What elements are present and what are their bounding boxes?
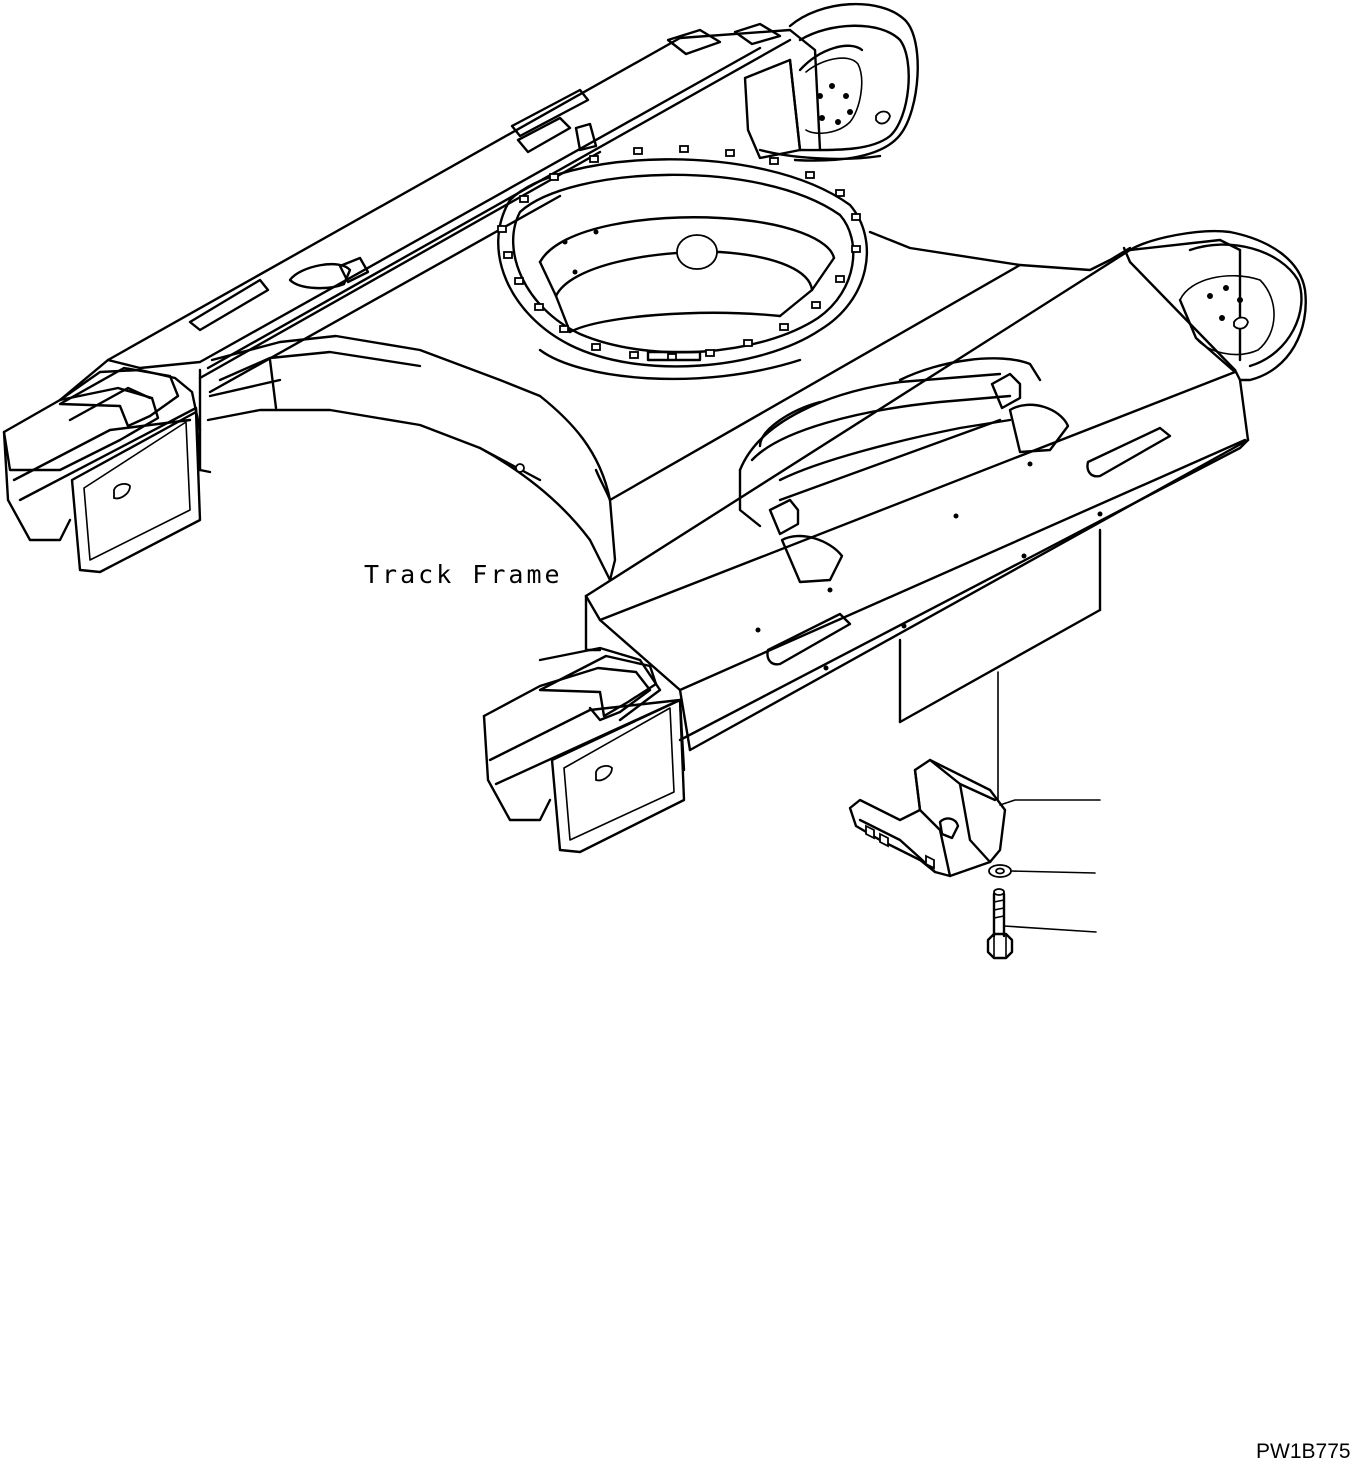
center-body [478,230,1132,582]
track-guard-bracket-icon [848,758,1007,878]
right-side-frame [482,229,1307,854]
washer-icon [988,864,1012,878]
leader-line-bolt [1003,925,1097,933]
leader-line-guard [999,799,1101,806]
track-frame-label: Track Frame [364,560,563,589]
swing-circle [497,145,869,381]
rim-bolts [497,145,861,361]
hex-bolt-icon [986,888,1014,960]
leader-line-washer [1010,870,1096,874]
drawing-code: PW1B775 [1256,1440,1351,1463]
track-frame-drawing [2,2,1307,854]
left-sprocket-housing [743,2,919,162]
left-side-frame [2,22,822,574]
